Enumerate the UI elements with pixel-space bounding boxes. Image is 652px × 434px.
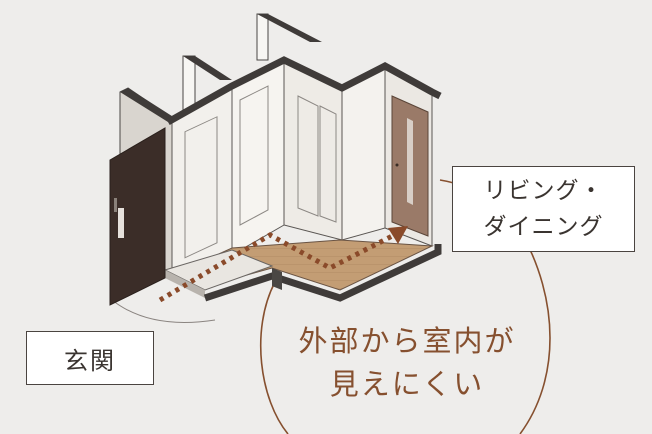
partition-back: [182, 55, 196, 113]
living-dining-label: リビング・ ダイニング: [452, 166, 635, 252]
living-label-line1: リビング・: [483, 178, 604, 204]
entrance-door: [109, 127, 166, 306]
tall-partition-top: [256, 13, 269, 61]
sightline-path: [158, 229, 402, 303]
wall-top-edges: [166, 56, 442, 126]
caption-line1: 外部から室内が: [298, 324, 516, 358]
genkan-label-text: 玄関: [64, 346, 116, 375]
living-label-line2: ダイニング: [483, 214, 604, 240]
sightline-arrowhead: [388, 226, 408, 244]
wall-panel-4: [341, 65, 386, 241]
caption: 外部から室内が 見えにくい: [272, 320, 542, 406]
caption-line2: 見えにくい: [329, 367, 485, 401]
door-handle: [118, 208, 124, 238]
genkan-label: 玄関: [26, 331, 154, 385]
floor-slab-edge: [203, 244, 442, 302]
door-swing-arc: [111, 299, 216, 323]
